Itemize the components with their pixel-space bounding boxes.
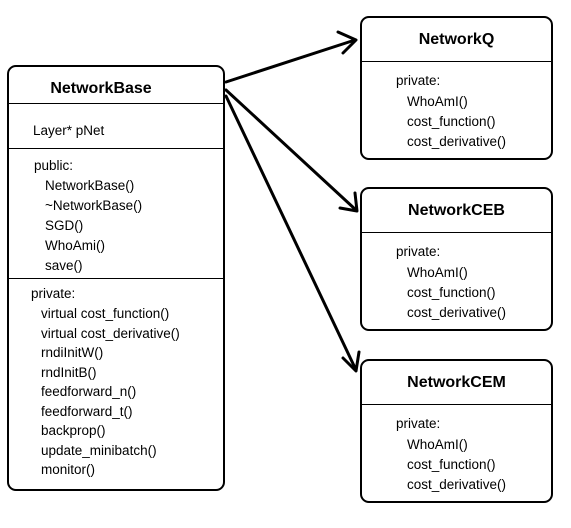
networkceb-title: NetworkCEB xyxy=(408,202,505,219)
method-item: rndiInitW() xyxy=(41,345,104,360)
method-item: save() xyxy=(45,258,83,273)
networkceb-private-label: private: xyxy=(396,244,441,259)
fields-divider xyxy=(9,148,223,149)
method-item: cost_function() xyxy=(407,114,496,129)
title-divider xyxy=(9,103,223,104)
method-item: WhoAmI() xyxy=(407,265,468,280)
method-item: SGD() xyxy=(45,218,84,233)
arrow-to-networkq xyxy=(224,38,357,84)
method-item: feedforward_t() xyxy=(41,403,133,419)
arrowhead-networkceb xyxy=(338,191,359,213)
method-item: feedforward_n() xyxy=(41,384,137,399)
networkcem-private-label: private: xyxy=(396,416,441,431)
method-item: cost_derivative() xyxy=(407,477,507,492)
field-pnet: Layer* pNet xyxy=(33,123,105,138)
method-item: cost_derivative() xyxy=(407,305,507,320)
method-item: update_minibatch() xyxy=(41,442,157,458)
networkq-private-label: private: xyxy=(396,73,441,88)
method-item: backprop() xyxy=(41,423,106,438)
arrowhead-networkcem xyxy=(341,350,361,373)
networkceb-class-box: NetworkCEB private: WhoAmI() cost_functio… xyxy=(360,187,553,331)
method-item: cost_function() xyxy=(407,285,496,300)
networkbase-class-box: NetworkBase Layer* pNet public: NetworkB… xyxy=(7,65,225,491)
networkq-title-divider xyxy=(362,61,551,62)
method-item: WhoAmI() xyxy=(407,437,468,452)
public-private-divider xyxy=(9,278,223,279)
arrowhead-networkq xyxy=(336,30,358,55)
private-label: private: xyxy=(31,286,76,301)
networkq-title: NetworkQ xyxy=(418,31,495,48)
networkcem-class-box: NetworkCEM private: WhoAmI() cost_functio… xyxy=(360,359,553,503)
arrow-to-networkceb xyxy=(224,88,358,212)
method-item: rndInitB() xyxy=(41,364,97,380)
method-item: cost_function() xyxy=(407,457,496,472)
method-item: ~NetworkBase() xyxy=(45,198,143,213)
method-item: virtual cost_derivative() xyxy=(41,325,180,341)
networkceb-title-divider xyxy=(362,232,551,233)
method-item: WhoAmI() xyxy=(407,94,468,109)
arrow-to-networkcem xyxy=(224,94,358,372)
method-item: monitor() xyxy=(41,462,96,477)
method-item: WhoAmi() xyxy=(45,238,105,253)
networkcem-title-divider xyxy=(362,404,551,405)
networkbase-title: NetworkBase xyxy=(50,80,152,97)
method-item: cost_derivative() xyxy=(407,134,507,149)
networkcem-title: NetworkCEM xyxy=(407,374,506,391)
method-item: NetworkBase() xyxy=(45,178,135,193)
method-item: virtual cost_function() xyxy=(41,306,170,321)
networkq-class-box: NetworkQ private: WhoAmI() cost_function(… xyxy=(360,16,553,160)
public-label: public: xyxy=(34,158,74,173)
